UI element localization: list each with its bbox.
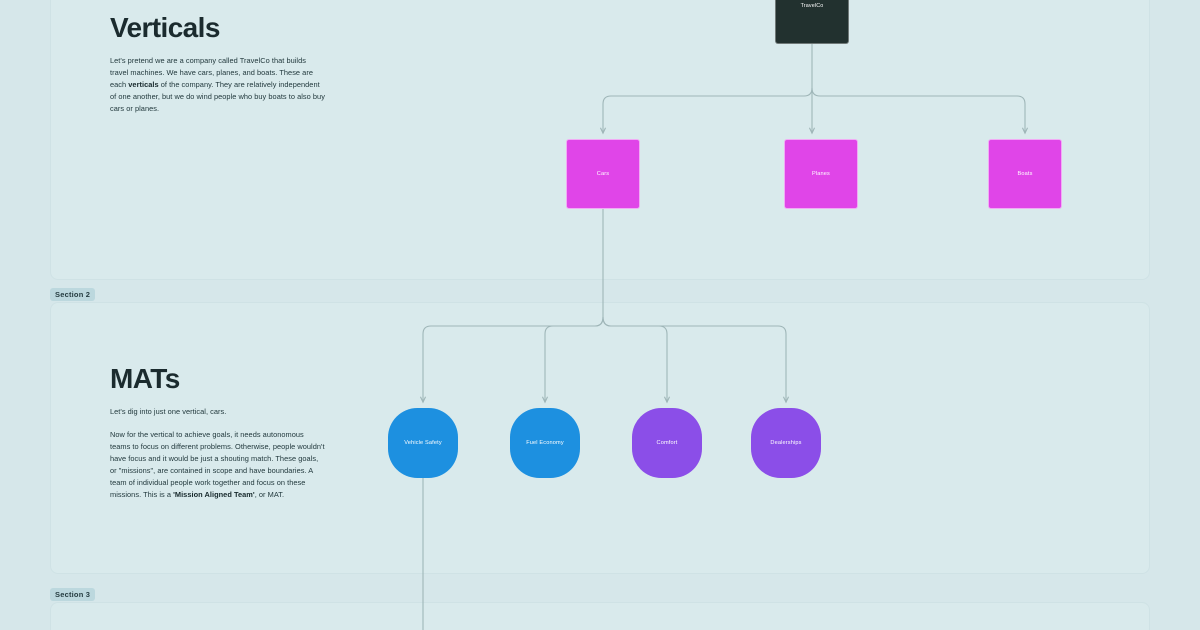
node-boats[interactable]: Boats <box>988 139 1062 209</box>
node-fuel-economy[interactable]: Fuel Economy <box>510 408 580 478</box>
node-comfort[interactable]: Comfort <box>632 408 702 478</box>
node-travelco[interactable]: TravelCo <box>775 0 849 44</box>
node-dealerships[interactable]: Dealerships <box>751 408 821 478</box>
mats-text-block: MATs Let's dig into just one vertical, c… <box>110 363 326 501</box>
page-title-verticals: Verticals <box>110 12 220 43</box>
section-badge-3: Section 3 <box>50 588 96 601</box>
mats-body-paragraph: Now for the vertical to achieve goals, i… <box>110 430 325 500</box>
section-panel-3 <box>50 602 1150 630</box>
node-planes[interactable]: Planes <box>784 139 858 209</box>
verticals-text-block: Verticals Let's pretend we are a company… <box>110 12 326 115</box>
page-title-mats: MATs <box>110 363 180 394</box>
section-badge-2: Section 2 <box>50 288 96 301</box>
node-cars[interactable]: Cars <box>566 139 640 209</box>
node-vehicle-safety[interactable]: Vehicle Safety <box>388 408 458 478</box>
verticals-paragraph: Let's pretend we are a company called Tr… <box>110 56 325 114</box>
mats-intro-paragraph: Let's dig into just one vertical, cars. <box>110 407 227 417</box>
